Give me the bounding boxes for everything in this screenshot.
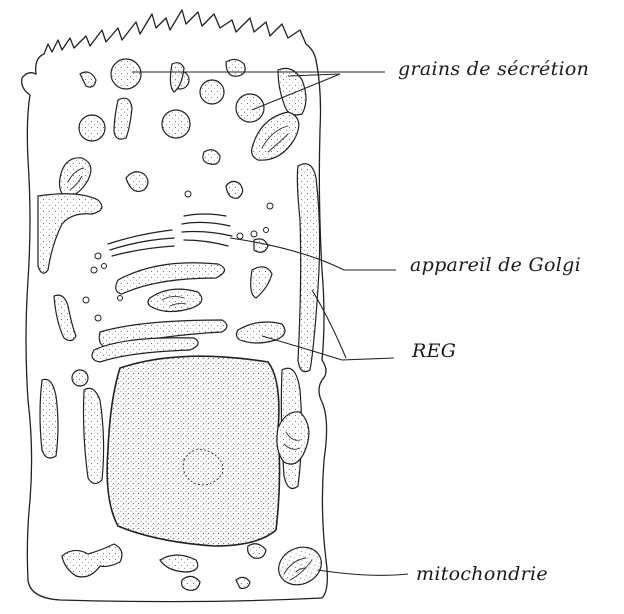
rer-cisterna <box>251 267 272 298</box>
label-grains-de-secretion: grains de sécrétion <box>398 58 589 80</box>
golgi-stack <box>108 214 232 256</box>
rer-cisterna <box>38 194 102 273</box>
secretion-granule <box>111 59 141 89</box>
rer-cisterna <box>236 322 285 343</box>
rer-cisterna <box>40 379 58 458</box>
mitochondrion <box>272 540 327 591</box>
rer-cisterna <box>248 544 266 559</box>
secretion-granule <box>236 94 264 122</box>
secretion-granule <box>80 72 96 87</box>
secretion-granule <box>226 59 245 76</box>
secretion-granule <box>226 181 243 198</box>
rer-cisterna <box>297 164 319 372</box>
rer-cisterna <box>84 388 104 483</box>
label-mitochondrie: mitochondrie <box>416 563 548 585</box>
mitochondrion <box>60 158 91 196</box>
mitochondrion <box>148 289 202 311</box>
secretion-granule <box>200 80 224 104</box>
secretion-granule <box>182 576 200 590</box>
label-appareil-de-golgi: appareil de Golgi <box>410 254 581 276</box>
secretion-granule <box>236 577 250 588</box>
secretion-granule <box>162 110 190 138</box>
secretion-granule <box>79 115 105 141</box>
secretion-granule <box>203 150 220 165</box>
secretion-granule <box>254 239 268 252</box>
rer-cisterna <box>62 544 122 577</box>
rer-cisterna <box>54 295 76 340</box>
rer-cisterna <box>114 98 132 139</box>
secretion-granule <box>126 172 148 192</box>
secretion-granule <box>72 370 88 386</box>
label-reg: REG <box>412 340 456 362</box>
rer-cisterna <box>160 555 198 572</box>
